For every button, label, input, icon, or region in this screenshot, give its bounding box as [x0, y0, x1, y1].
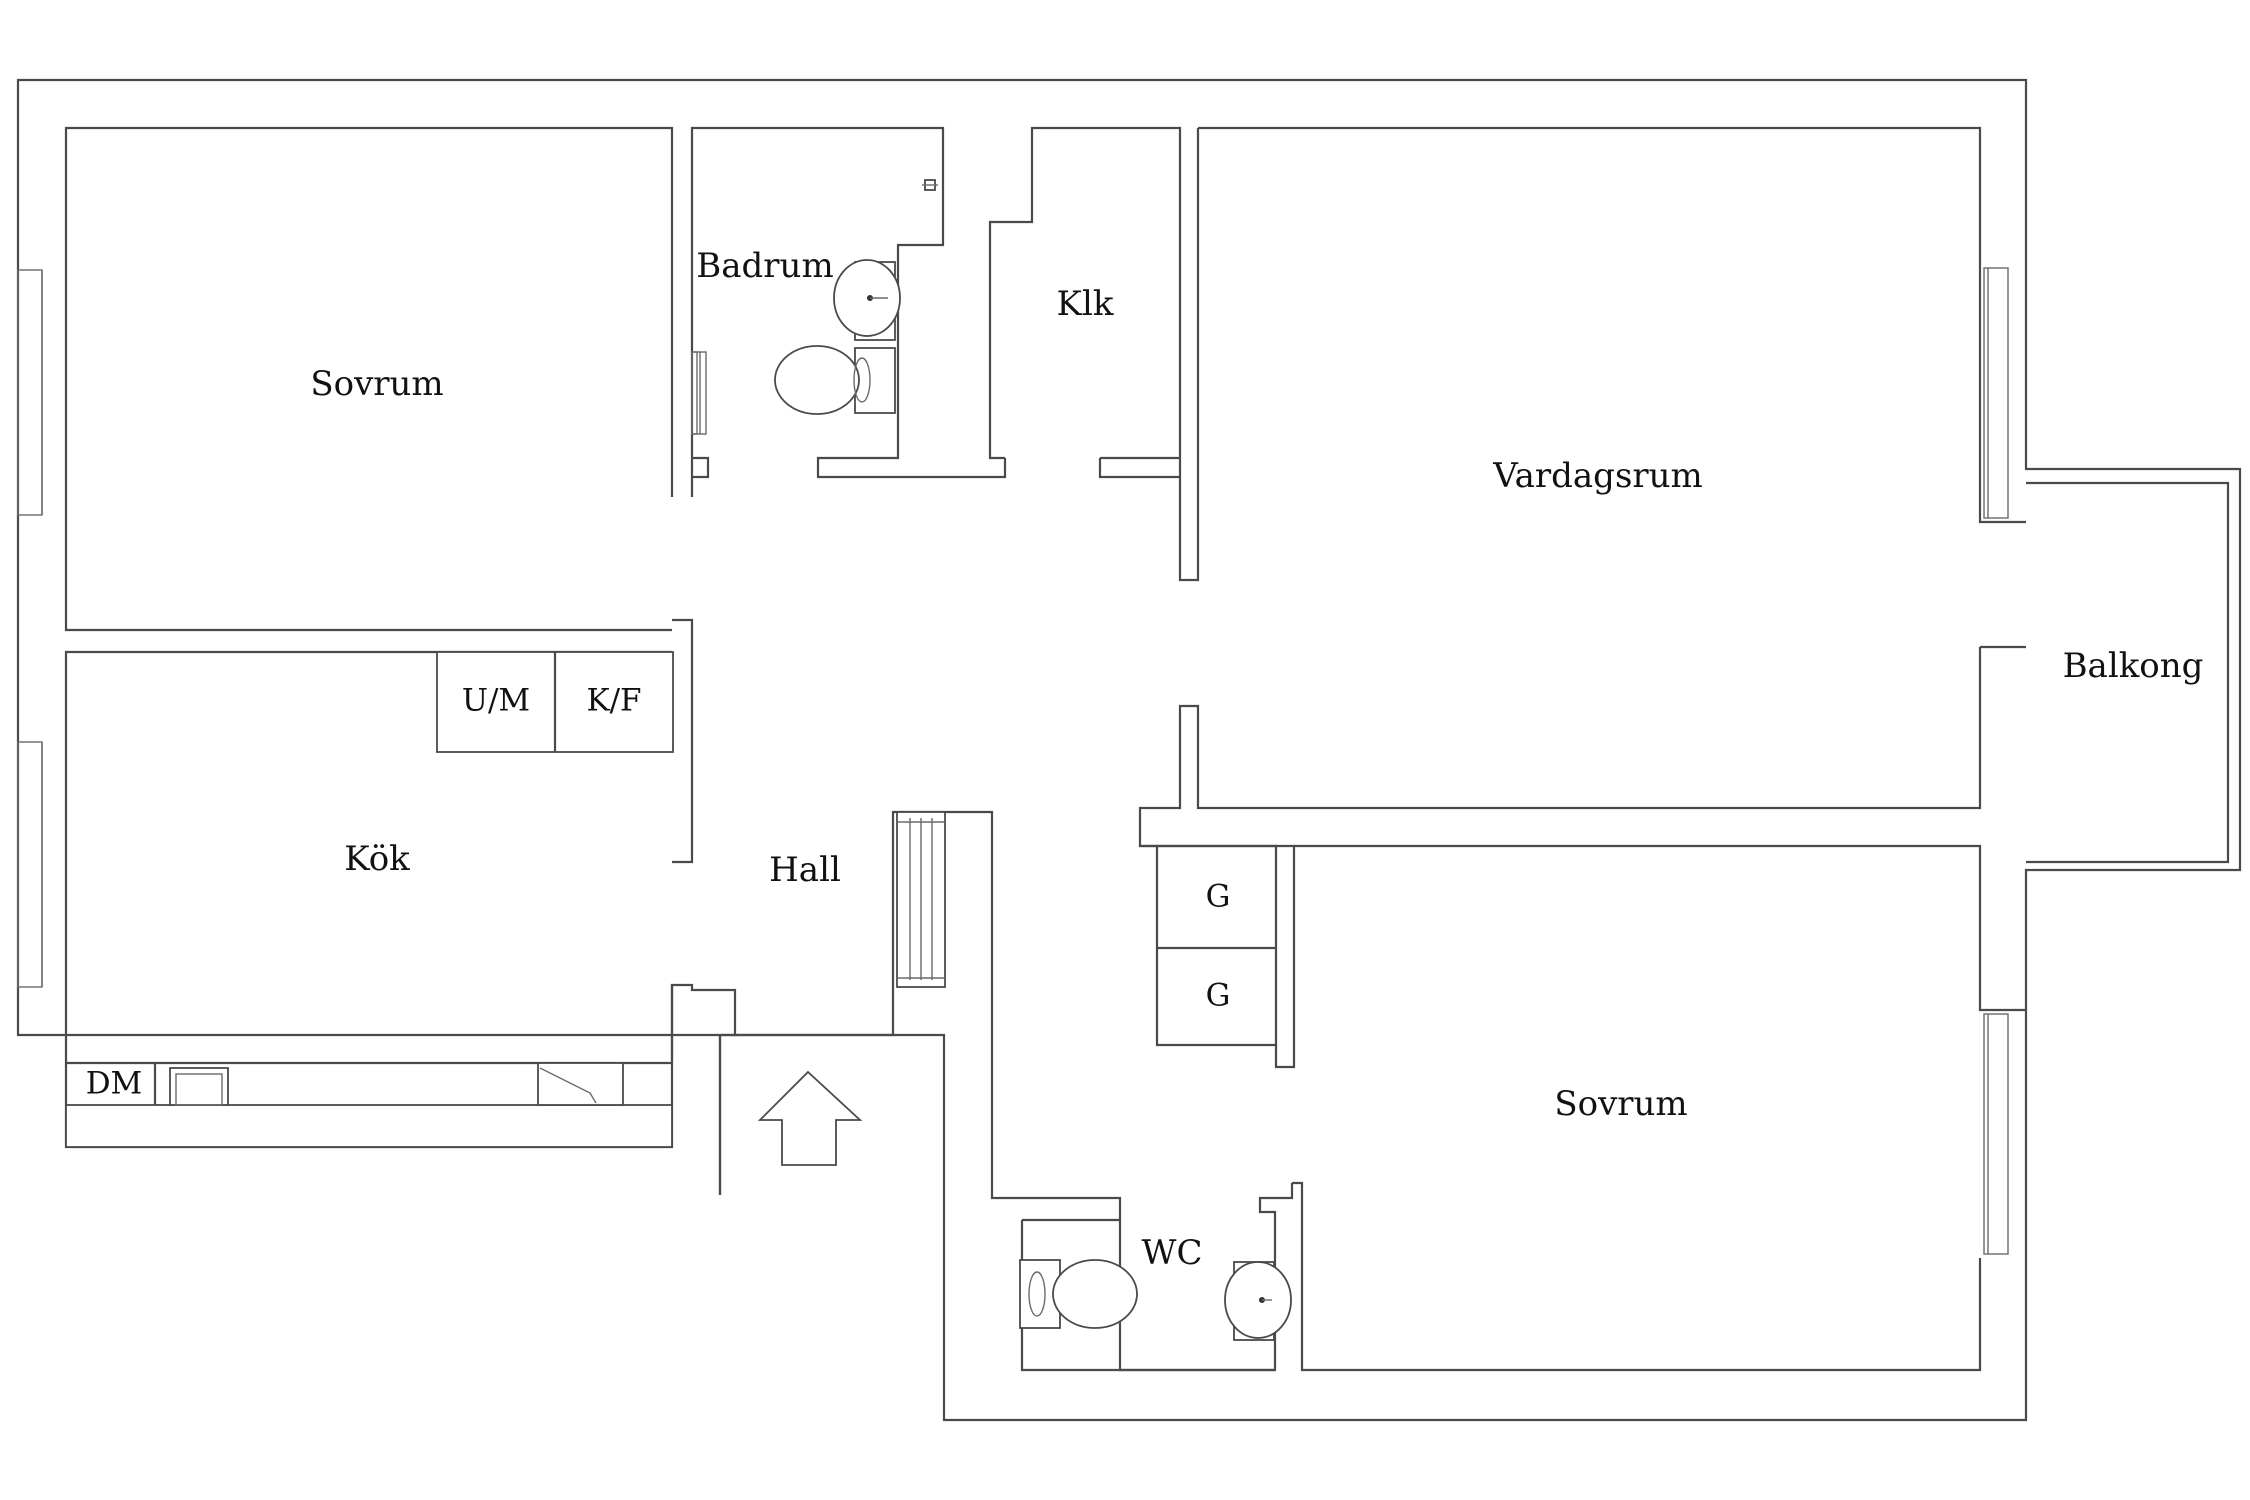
sink-icon — [833, 259, 901, 341]
room-label-sovrum-bottom: Sovrum — [1554, 1084, 1687, 1124]
wc-toilet-icon — [1019, 1259, 1138, 1329]
room-label-hall: Hall — [769, 850, 841, 890]
room-label-wc: WC — [1142, 1233, 1203, 1273]
kok-walls — [17, 618, 737, 1149]
balkong-walls — [2026, 481, 2230, 864]
vardagsrum-walls — [1138, 126, 2026, 848]
room-label-sovrum-top: Sovrum — [310, 364, 443, 404]
sovrum-bottom-walls — [1292, 844, 2026, 1372]
toilet-icon — [774, 345, 896, 415]
badrum-walls — [690, 126, 1007, 497]
fixture-label-dm: DM — [86, 1066, 143, 1102]
shower-icon — [922, 179, 938, 191]
klk-walls — [988, 126, 1200, 582]
closets-walls — [1140, 844, 1296, 1069]
room-label-vardagsrum: Vardagsrum — [1492, 456, 1703, 496]
fixture-label-kf: K/F — [586, 683, 641, 719]
room-label-balkong: Balkong — [2063, 646, 2204, 686]
fixture-label-g1: G — [1206, 879, 1231, 915]
wc-sink-icon — [1224, 1261, 1292, 1341]
exterior-walls — [16, 78, 2242, 1422]
fixture-label-g2: G — [1206, 978, 1231, 1014]
entrance-arrow-icon — [757, 1070, 863, 1166]
room-label-klk: Klk — [1057, 284, 1114, 324]
fixture-label-um: U/M — [462, 683, 530, 719]
room-label-kok: Kök — [344, 839, 410, 879]
room-label-badrum: Badrum — [696, 246, 833, 286]
sovrum-top-walls — [17, 126, 674, 632]
